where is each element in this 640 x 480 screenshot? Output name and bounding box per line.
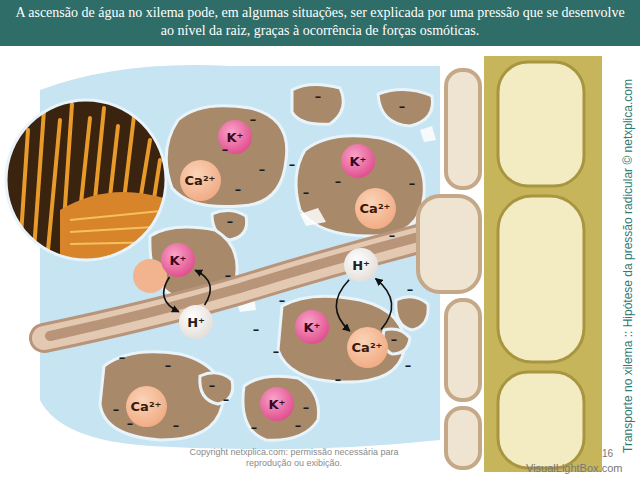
charge-sign: – <box>315 90 322 104</box>
xylem-cells <box>498 62 584 468</box>
ion-exchange-arrow <box>376 279 392 330</box>
charge-sign: – <box>235 183 242 197</box>
ion-label: H⁺ <box>187 315 205 330</box>
ion-exchange-arrow <box>336 280 349 331</box>
page-number: 16 <box>602 448 613 459</box>
charge-sign: – <box>251 421 258 435</box>
potassium-ion: K⁺ <box>161 243 195 277</box>
charge-sign: – <box>223 393 230 407</box>
potassium-ion: K⁺ <box>295 310 329 344</box>
charge-sign: – <box>409 177 416 191</box>
charge-sign: – <box>259 163 266 177</box>
charge-sign: – <box>165 359 172 373</box>
ion-label: Ca²⁺ <box>360 201 391 216</box>
ion-exchange-arrow <box>164 277 179 312</box>
watermark: VisualLightBox.com <box>526 462 622 474</box>
ion-label: K⁺ <box>350 154 367 169</box>
charge-sign: – <box>289 158 296 172</box>
potassium-ion: K⁺ <box>341 144 375 178</box>
potassium-ion: K⁺ <box>260 387 294 421</box>
charge-sign: – <box>209 379 216 393</box>
ion-label: K⁺ <box>269 397 286 412</box>
ion-label: K⁺ <box>304 320 321 335</box>
charge-sign: – <box>225 269 232 283</box>
ion-label: K⁺ <box>170 253 187 268</box>
ion-label: Ca²⁺ <box>352 340 383 355</box>
side-credit: Transporte no xilema :: Hipótese da pres… <box>620 56 636 476</box>
charge-sign: – <box>405 359 412 373</box>
charge-sign: – <box>279 294 286 308</box>
calcium-ion: Ca²⁺ <box>180 160 221 201</box>
hydrogen-ion: H⁺ <box>179 305 213 339</box>
charge-sign: – <box>391 333 398 347</box>
charge-sign: – <box>173 419 180 433</box>
charge-sign: – <box>399 100 406 114</box>
root-hairs-inset <box>0 96 170 270</box>
charge-sign: – <box>303 186 310 200</box>
inset-border <box>6 100 166 260</box>
charge-sign: – <box>227 215 234 229</box>
charge-sign: – <box>253 323 260 337</box>
calcium-ion: Ca²⁺ <box>355 188 396 229</box>
charge-sign: – <box>222 143 229 157</box>
charge-sign: – <box>119 351 126 365</box>
charge-sign: – <box>250 113 257 127</box>
xylem-vessel <box>484 56 602 472</box>
charge-sign: – <box>295 419 302 433</box>
ion-label: H⁺ <box>352 258 370 273</box>
ion-exchange-arrow <box>195 270 210 305</box>
charge-sign: – <box>273 345 280 359</box>
cortex-cells <box>418 70 480 468</box>
ion-label: Ca²⁺ <box>185 173 216 188</box>
hydrogen-ion: H⁺ <box>344 248 378 282</box>
charge-sign: – <box>389 229 396 243</box>
calcium-ion: Ca²⁺ <box>347 327 388 368</box>
charge-sign: – <box>127 417 134 431</box>
charge-sign: – <box>303 401 310 415</box>
charge-sign: – <box>335 373 342 387</box>
charge-sign: – <box>113 403 120 417</box>
title: A ascensão de água no xilema pode, em al… <box>14 4 626 40</box>
charge-sign: – <box>335 175 342 189</box>
ion-label: Ca²⁺ <box>131 399 162 414</box>
charge-sign: – <box>407 283 414 297</box>
ion-label: K⁺ <box>227 130 244 145</box>
header-band <box>0 0 640 46</box>
copyright-note: Copyright netxplica.com: permissão neces… <box>176 447 412 469</box>
